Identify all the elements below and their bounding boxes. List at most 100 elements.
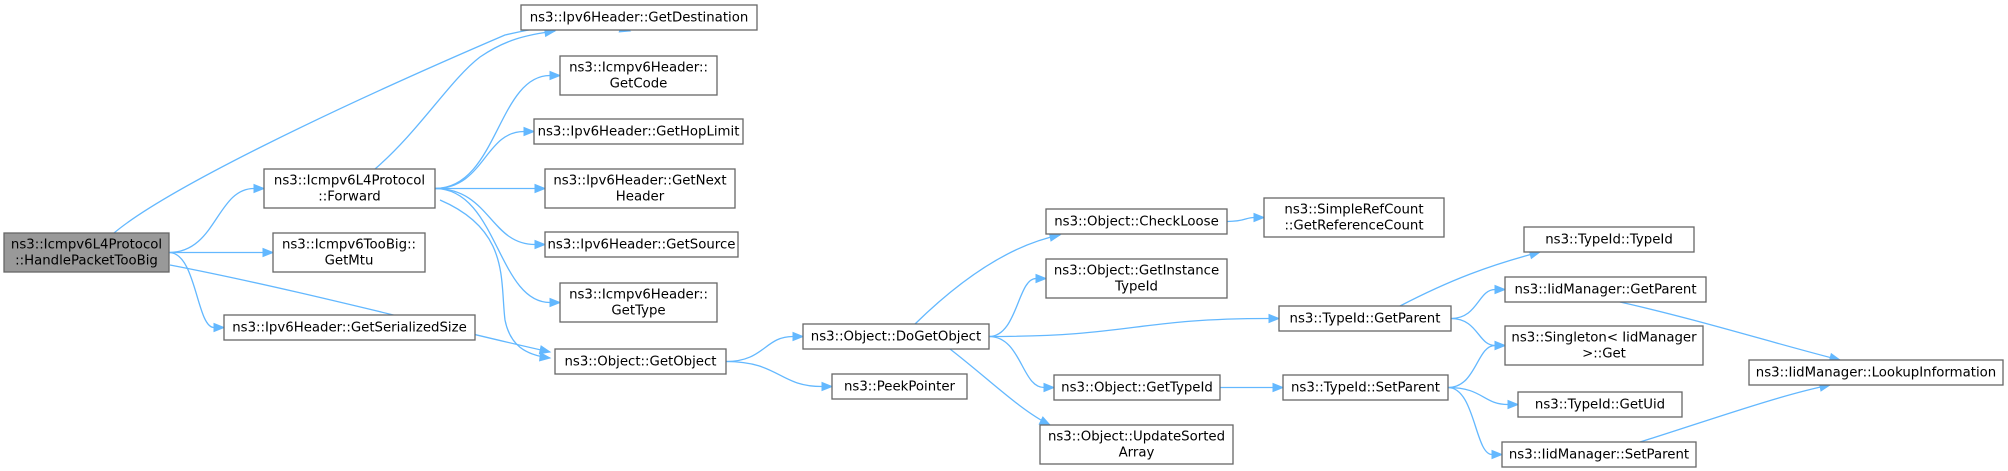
edge-n2-to-n6 [434,70,562,190]
arrowhead-icon [1494,340,1507,351]
node-label: ns3::Object::GetObject [564,355,716,370]
node-label: >::Get [1582,347,1626,362]
node-label: ns3::Icmpv6L4Protocol [11,238,162,253]
graph-node[interactable]: ns3::TypeId::SetParent [1282,374,1449,401]
node-box [1504,325,1704,366]
node-label: ns3::IidManager::GetParent [1514,283,1696,298]
graph-node[interactable]: ns3::Object::DoGetObject [802,323,990,350]
graph-node[interactable]: ns3::Object::GetTypeId [1053,374,1221,401]
node-box [802,323,990,350]
arrowhead-icon [1035,273,1048,284]
node-label: ns3::TypeId::TypeId [1545,233,1673,248]
node-box [1039,424,1234,465]
node-label: ns3::SimpleRefCount [1284,203,1423,218]
node-box [263,168,436,209]
graph-node[interactable]: ns3::Icmpv6TooBig::GetMtu [272,232,426,273]
edge-n16-to-n22 [1220,382,1285,393]
edge-n22-to-n21 [1447,340,1507,389]
graph-node[interactable]: ns3::Object::GetObject [554,348,727,375]
node-box [272,232,426,273]
node-box [3,232,170,273]
root-node: ns3::Icmpv6L4Protocol::HandlePacketTooBi… [3,232,170,273]
node-box [1504,276,1707,303]
graph-node[interactable]: ns3::IidManager::GetParent [1504,276,1707,303]
graph-node[interactable]: ns3::Singleton< IidManager >::Get [1504,325,1704,366]
graph-node[interactable]: ns3::TypeId::TypeId [1523,226,1695,253]
edge-n22-to-n23 [1447,386,1520,410]
graph-node[interactable]: ns3::PeekPointer [831,373,968,400]
arrowhead-icon [549,297,562,308]
arrowhead-icon [1268,313,1281,324]
edge-n2-to-n7 [434,126,536,190]
graph-node[interactable]: ns3::TypeId::GetUid [1517,391,1683,418]
graph-node[interactable]: ns3::IidManager::LookupInformation [1748,359,2004,386]
arrowhead-icon [1494,284,1507,295]
node-label: ns3::Ipv6Header::GetHopLimit [538,125,740,140]
node-box [831,373,968,400]
graph-node[interactable]: ns3::TypeId::GetParent [1278,305,1452,332]
node-layer: ns3::Icmpv6L4Protocol::HandlePacketTooBi… [3,4,2004,468]
edge-n0-to-n3 [169,247,275,258]
graph-node[interactable]: ns3::Ipv6Header::GetSource [544,231,739,258]
edge-n22-to-n24 [1447,386,1504,460]
node-label: GetType [611,304,665,319]
graph-node[interactable]: ns3::Ipv6Header::GetHopLimit [533,118,744,145]
node-box [1053,374,1221,401]
node-label: ns3::Ipv6Header::GetSerializedSize [232,321,467,336]
arrowhead-icon [792,331,805,342]
node-label: ns3::Ipv6Header::GetNext [553,174,726,189]
node-box [1517,391,1683,418]
arrowhead-icon [538,345,552,355]
node-label: ns3::TypeId::SetParent [1291,381,1440,396]
node-label: ns3::Ipv6Header::GetSource [548,238,736,253]
node-label: ns3::Object::DoGetObject [811,330,981,345]
graph-node[interactable]: ns3::SimpleRefCount::GetReferenceCount [1263,197,1445,238]
node-label: ns3::Object::CheckLoose [1054,215,1219,230]
graph-node[interactable]: ns3::IidManager::SetParent [1501,441,1697,468]
node-box [1282,374,1449,401]
node-label: ns3::IidManager::SetParent [1509,448,1689,463]
edge-n0-to-n5 [168,251,226,333]
edge-n2-to-n9 [434,187,547,250]
graph-node[interactable]: ns3::Ipv6Header::GetDestination [520,4,758,31]
node-label: ::Forward [318,190,380,205]
arrowhead-icon [1043,382,1056,393]
graph-node[interactable]: ns3::Icmpv6Header::GetType [559,282,718,323]
arrowhead-icon [1038,416,1052,426]
node-box [1748,359,2004,386]
node-box [533,118,744,145]
arrowhead-icon [1272,382,1285,393]
node-box [1523,226,1695,253]
node-box [520,4,758,31]
node-label: ns3::IidManager::LookupInformation [1756,366,1996,381]
graph-node[interactable]: ns3::Object::CheckLoose [1045,208,1228,235]
node-label: ns3::Ipv6Header::GetDestination [530,11,749,26]
node-label: ns3::Icmpv6L4Protocol [274,174,425,189]
node-label: ns3::Icmpv6Header:: [569,61,708,76]
node-label: TypeId [1114,280,1158,295]
node-box [1263,197,1445,238]
graph-node[interactable]: ns3::Icmpv6Header::GetCode [559,55,718,96]
graph-node[interactable]: ns3::Icmpv6L4Protocol::Forward [263,168,436,209]
arrowhead-icon [1491,449,1504,460]
edge-n2-to-n10 [434,187,562,308]
arrowhead-icon [1507,399,1520,410]
graph-node[interactable]: ns3::Ipv6Header::GetSerializedSize [223,314,476,341]
arrowhead-icon [213,322,226,333]
edge-n11-to-n15 [988,313,1281,338]
arrowhead-icon [534,239,547,250]
arrowhead-icon [253,183,266,194]
node-box [1501,441,1697,468]
arrowhead-icon [262,247,275,258]
edge-n15-to-n20 [1450,284,1507,320]
edge-n2-to-n1 [374,27,557,170]
node-label: ::GetReferenceCount [1284,219,1423,234]
node-box [1278,305,1452,332]
node-label: ns3::TypeId::GetParent [1290,312,1441,327]
node-label: GetMtu [325,254,374,269]
node-box [559,282,718,323]
